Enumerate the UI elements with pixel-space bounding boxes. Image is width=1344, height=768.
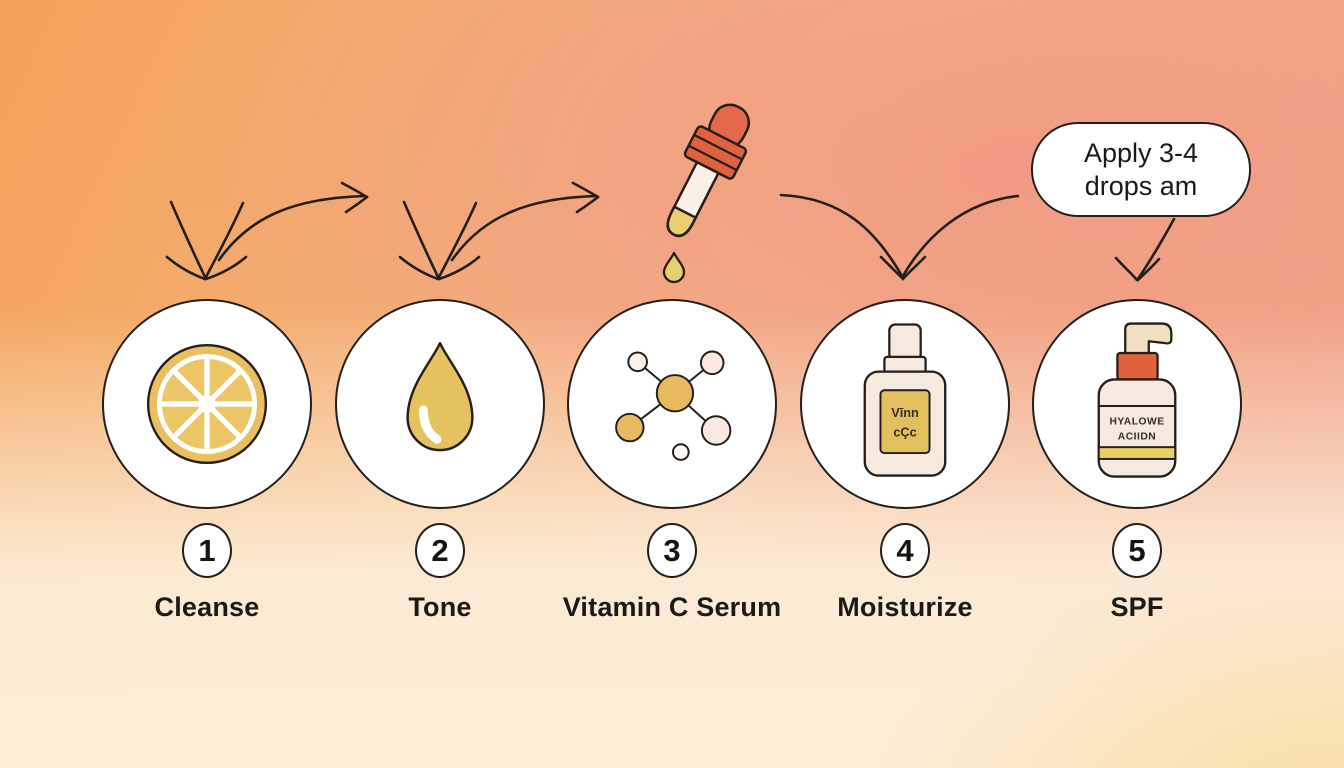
serum-bottle-label-line-2: cÇc: [893, 424, 916, 439]
step-circle-vitamin-c-serum: [567, 299, 777, 509]
serum-bottle-icon: Vīnn cÇc: [863, 323, 947, 477]
lemon-slice-icon: [146, 343, 268, 465]
speech-bubble-line-1: Apply 3-4: [1083, 137, 1199, 168]
step-number-badge-1: 1: [182, 523, 232, 578]
pump-bottle-label-line-2: ACIIDN: [1118, 431, 1156, 442]
speech-bubble-line-2: drops am: [1084, 170, 1198, 201]
step-circle-spf: HYALOWE ACIIDN: [1032, 299, 1242, 509]
arrow-step-1-to-2: [217, 181, 369, 262]
step-label-moisturize: Moisturize: [837, 592, 973, 622]
step-circle-cleanse: [102, 299, 312, 509]
pump-bottle-icon: HYALOWE ACIIDN: [1097, 322, 1177, 478]
dropper-icon: [600, 95, 800, 295]
droplet-icon: [406, 341, 474, 452]
falling-drop-icon: [662, 251, 686, 284]
arrow-into-step-1: [165, 200, 248, 281]
arrow-into-step-2: [398, 200, 481, 281]
arrow-into-step-4: [779, 193, 1020, 281]
step-label-vitamin-c-serum: Vitamin C Serum: [562, 592, 782, 622]
step-number-badge-3: 3: [647, 523, 697, 578]
arrow-bubble-to-step-5: [1114, 217, 1176, 282]
step-number: 3: [663, 532, 681, 568]
step-label-cleanse: Cleanse: [154, 592, 260, 622]
arrow-step-2-to-3: [450, 181, 600, 262]
step-number-badge-5: 5: [1112, 523, 1162, 578]
speech-bubble: Apply 3-4 drops am: [1031, 122, 1251, 217]
serum-bottle-label-line-1: Vīnn: [891, 405, 919, 420]
step-number: 2: [431, 532, 449, 568]
step-number-badge-4: 4: [880, 523, 930, 578]
step-number: 5: [1128, 532, 1146, 568]
step-number-badge-2: 2: [415, 523, 465, 578]
step-circle-tone: [335, 299, 545, 509]
molecule-icon: [615, 350, 732, 461]
step-label-tone: Tone: [408, 592, 472, 622]
step-number: 1: [198, 532, 216, 568]
step-label-spf: SPF: [1110, 592, 1164, 622]
pump-bottle-label-line-1: HYALOWE: [1109, 417, 1164, 428]
step-circle-moisturize: Vīnn cÇc: [800, 299, 1010, 509]
step-number: 4: [896, 532, 914, 568]
